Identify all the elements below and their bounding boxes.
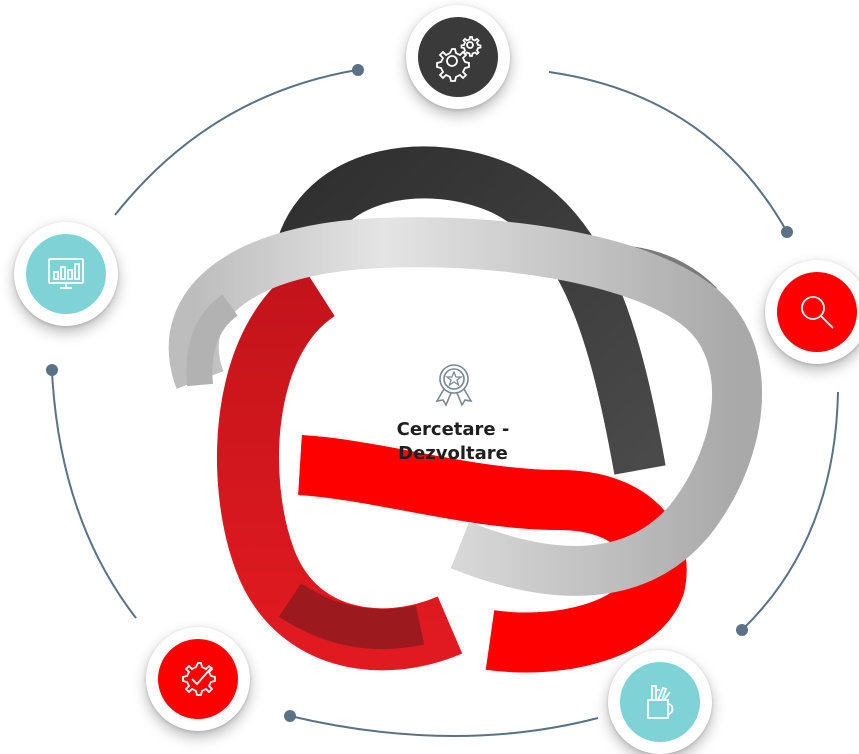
band-dark [274,146,666,475]
connector-arc-right [741,391,839,631]
node-settings[interactable] [406,5,510,109]
gear-check-icon [182,662,216,696]
award-ribbon-icon [427,359,481,413]
connector-dot [284,710,296,722]
connector-arc-bottom [289,715,599,737]
center-title: Cercetare - Dezvoltare [363,418,543,466]
band-red-dark-shadow [278,583,425,650]
node-process[interactable] [146,627,250,731]
band-light [168,217,763,596]
band-light-inner [186,294,239,387]
connector-arc-left [51,371,137,619]
magnifier-icon [801,296,834,329]
connector-dot [781,226,793,238]
connector-arc-top-left [114,69,358,216]
node-search-disc [777,272,857,352]
center-title-line1: Cercetare - [396,419,510,440]
node-process-disc [158,639,238,719]
connector-arc-top-right [548,71,788,233]
pencil-cup-icon [647,685,674,719]
center-title-line2: Dezvoltare [398,443,508,464]
band-bright-red [297,435,687,673]
node-analytics-disc [26,234,106,314]
connector-dot [352,64,364,76]
gears-icon [436,36,482,82]
node-tools[interactable] [608,650,712,754]
node-settings-disc [418,17,498,97]
connector-dot [46,364,58,376]
node-tools-disc [620,662,700,742]
node-search[interactable] [765,260,859,364]
connector-dot [736,624,748,636]
monitor-chart-icon [48,258,84,289]
node-analytics[interactable] [14,222,118,326]
